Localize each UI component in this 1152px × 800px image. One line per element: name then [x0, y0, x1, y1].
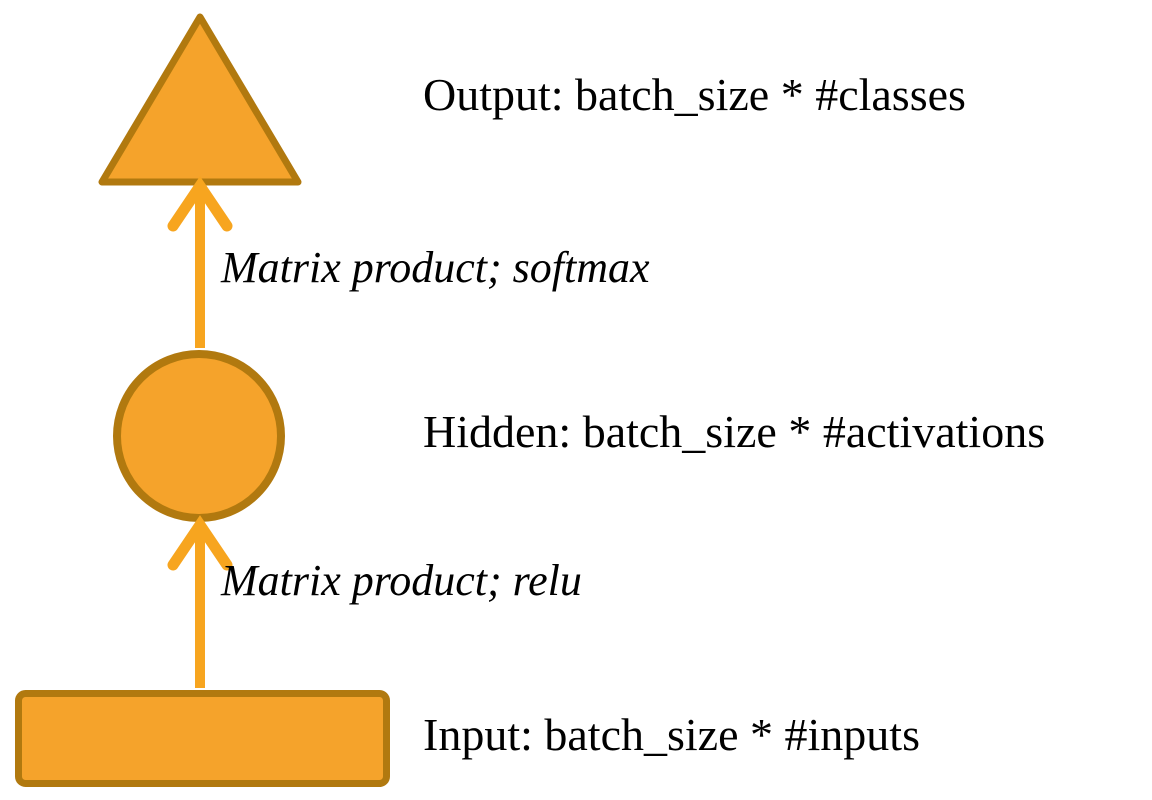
- output-triangle-node: [98, 13, 302, 186]
- edge-label-softmax: Matrix product; softmax: [221, 243, 650, 292]
- arrow-hidden-to-output: [167, 176, 233, 348]
- hidden-node-label: Hidden: batch_size * #activations: [423, 406, 1046, 457]
- hidden-circle-node: [113, 350, 285, 522]
- arrow-input-to-hidden: [167, 515, 233, 688]
- output-node-label: Output: batch_size * #classes: [423, 69, 966, 120]
- input-rectangle-node: [15, 690, 390, 787]
- edge-label-relu: Matrix product; relu: [221, 556, 582, 605]
- input-node-label: Input: batch_size * #inputs: [423, 709, 920, 760]
